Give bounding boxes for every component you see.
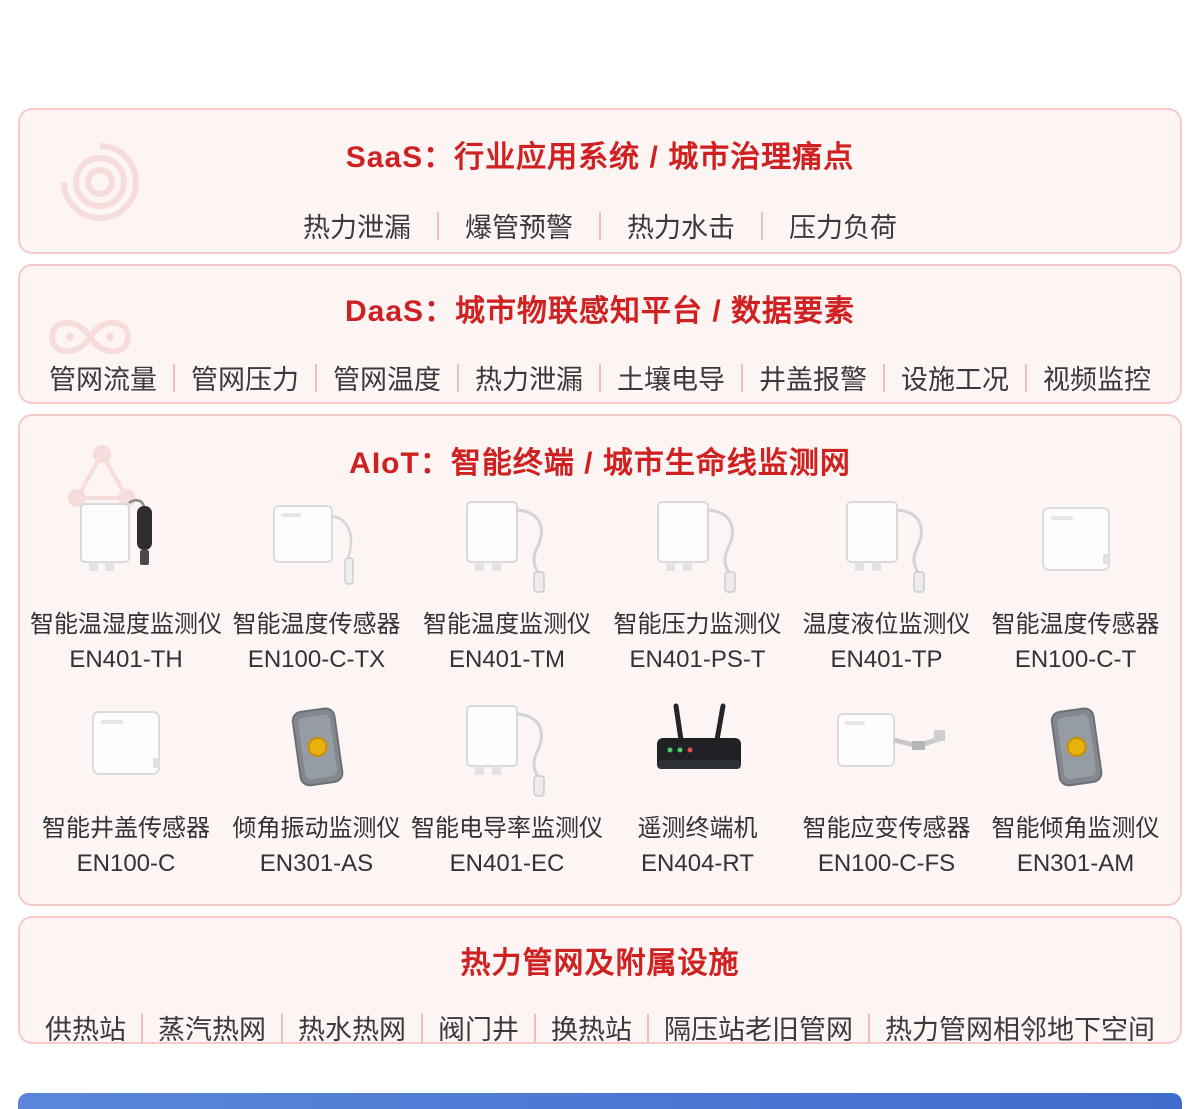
product-card: 智能温度传感器 EN100-C-TX [222, 496, 411, 674]
product-name: 智能电导率监测仪 [411, 815, 603, 842]
infra-items-row: 供热站 蒸汽热网 热水热网 阀门井 换热站 隔压站老旧管网 热力管网相邻地下空间 [20, 1008, 1180, 1047]
infra-item: 换热站 [551, 1015, 632, 1045]
product-model: EN401-TP [830, 646, 943, 673]
separator [761, 211, 763, 240]
separator [647, 1013, 649, 1042]
infra-title: 热力管网及附属设施 [460, 947, 740, 980]
product-card: 智能温湿度监测仪 EN401-TH [30, 496, 222, 674]
infra-item: 热水热网 [298, 1015, 406, 1045]
product-card: 智能温度传感器 EN100-C-T [981, 496, 1170, 674]
product-name: 温度液位监测仪 [802, 611, 971, 638]
infra-item: 供热站 [45, 1015, 126, 1045]
device-en401-ps-t-image [633, 496, 763, 596]
saas-items-row: 热力泄漏 爆管预警 热力水击 压力负荷 [20, 206, 1180, 245]
section-saas: SaaS：行业应用系统 / 城市治理痛点 热力泄漏 爆管预警 热力水击 压力负荷 [18, 108, 1182, 254]
product-model: EN401-TM [448, 646, 566, 673]
product-model: EN301-AS [259, 850, 374, 877]
product-model: EN404-RT [641, 850, 754, 877]
product-card: 智能温度监测仪 EN401-TM [411, 496, 603, 674]
device-en404-rt-image [633, 700, 763, 800]
device-en301-am-image [1011, 700, 1141, 800]
product-name: 智能温湿度监测仪 [30, 611, 222, 638]
separator [421, 1013, 423, 1042]
separator [437, 211, 439, 240]
device-en100-c-tx-image [252, 496, 382, 596]
product-name: 智能井盖传感器 [42, 815, 210, 842]
device-en100-c-fs-image [822, 700, 952, 800]
product-name: 智能应变传感器 [802, 815, 971, 842]
device-en100-c-t-image [1011, 496, 1141, 596]
daas-item: 管网流量 [49, 365, 157, 395]
daas-item: 热力泄漏 [475, 365, 583, 395]
aiot-products-grid: 智能温湿度监测仪 EN401-TH 智能温度传感器 EN100-C-TX 智能温… [20, 482, 1180, 878]
product-name: 智能温度传感器 [991, 611, 1160, 638]
device-en401-tm-image [442, 496, 572, 596]
product-model: EN100-C-T [1014, 646, 1137, 673]
section-infrastructure: 热力管网及附属设施 供热站 蒸汽热网 热水热网 阀门井 换热站 隔压站老旧管网 … [18, 916, 1182, 1047]
layer-stack: SaaS：行业应用系统 / 城市治理痛点 热力泄漏 爆管预警 热力水击 压力负荷… [18, 108, 1182, 1047]
product-name: 智能温度监测仪 [423, 611, 591, 638]
product-name: 倾角振动监测仪 [232, 815, 401, 842]
daas-items-row: 管网流量 管网压力 管网温度 热力泄漏 土壤电导 井盖报警 设施工况 视频监控 [20, 358, 1180, 397]
separator [173, 363, 175, 392]
separator [315, 363, 317, 392]
saas-title: SaaS：行业应用系统 / 城市治理痛点 [345, 141, 855, 174]
aiot-title: AIoT：智能终端 / 城市生命线监测网 [349, 447, 851, 480]
product-model: EN401-PS-T [629, 646, 766, 673]
separator [1025, 363, 1027, 392]
product-name: 遥测终端机 [637, 815, 758, 842]
infra-item: 热力管网相邻地下空间 [885, 1015, 1155, 1045]
product-card: 智能压力监测仪 EN401-PS-T [603, 496, 792, 674]
device-en301-as-image [252, 700, 382, 800]
product-card: 智能电导率监测仪 EN401-EC [411, 700, 603, 878]
bottom-blue-bar [18, 1093, 1182, 1109]
separator [883, 363, 885, 392]
product-name: 智能压力监测仪 [613, 611, 782, 638]
product-model: EN301-AM [1016, 850, 1135, 877]
product-card: 温度液位监测仪 EN401-TP [792, 496, 981, 674]
daas-item: 井盖报警 [759, 365, 867, 395]
saas-item: 压力负荷 [789, 213, 897, 243]
product-card: 倾角振动监测仪 EN301-AS [222, 700, 411, 878]
product-model: EN100-C-TX [247, 646, 386, 673]
separator [599, 211, 601, 240]
product-model: EN100-C [76, 850, 176, 877]
daas-item: 土壤电导 [617, 365, 725, 395]
separator [741, 363, 743, 392]
daas-item: 视频监控 [1043, 365, 1151, 395]
section-aiot: AIoT：智能终端 / 城市生命线监测网 智能温湿度监测仪 EN401-TH 智… [18, 414, 1182, 906]
daas-item: 管网温度 [333, 365, 441, 395]
device-en401-tp-image [822, 496, 952, 596]
separator [141, 1013, 143, 1042]
infra-item: 隔压站老旧管网 [664, 1015, 853, 1045]
product-card: 智能倾角监测仪 EN301-AM [981, 700, 1170, 878]
saas-item: 热力水击 [627, 213, 735, 243]
infra-item: 阀门井 [438, 1015, 519, 1045]
separator [868, 1013, 870, 1042]
daas-item: 设施工况 [901, 365, 1009, 395]
device-en100-c-image [61, 700, 191, 800]
product-card: 遥测终端机 EN404-RT [603, 700, 792, 878]
daas-item: 管网压力 [191, 365, 299, 395]
product-name: 智能温度传感器 [232, 611, 401, 638]
product-card: 智能井盖传感器 EN100-C [30, 700, 222, 878]
product-name: 智能倾角监测仪 [991, 815, 1160, 842]
product-card: 智能应变传感器 EN100-C-FS [792, 700, 981, 878]
device-en401-ec-image [442, 700, 572, 800]
product-model: EN401-TH [69, 646, 183, 673]
infra-item: 蒸汽热网 [158, 1015, 266, 1045]
daas-title: DaaS：城市物联感知平台 / 数据要素 [344, 295, 856, 328]
separator [457, 363, 459, 392]
saas-item: 爆管预警 [465, 213, 573, 243]
product-model: EN100-C-FS [817, 850, 956, 877]
section-daas: DaaS：城市物联感知平台 / 数据要素 管网流量 管网压力 管网温度 热力泄漏… [18, 264, 1182, 404]
product-model: EN401-EC [449, 850, 565, 877]
saas-item: 热力泄漏 [303, 213, 411, 243]
separator [534, 1013, 536, 1042]
separator [281, 1013, 283, 1042]
device-en401-th-image [61, 496, 191, 596]
separator [599, 363, 601, 392]
